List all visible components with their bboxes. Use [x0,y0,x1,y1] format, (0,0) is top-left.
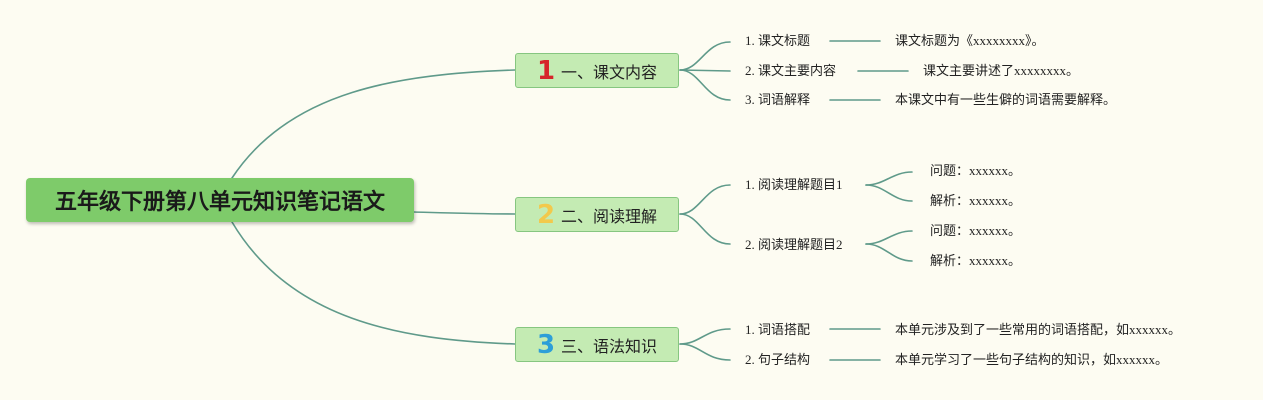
q2-question[interactable]: 问题：xxxxxx。 [930,223,1022,238]
detail-sentence-structure[interactable]: 本单元学习了一些句子结构的知识，如xxxxxx。 [895,352,1169,367]
q2-analysis[interactable]: 解析：xxxxxx。 [930,253,1022,268]
topic-1-branch-2-line [679,69,731,72]
root-to-topic-1-line [231,69,516,179]
detail-word-collocation[interactable]: 本单元涉及到了一些常用的词语搭配，如xxxxxx。 [895,322,1182,337]
topic-1-branch-1-line [679,41,731,71]
q1-analysis[interactable]: 解析：xxxxxx。 [930,193,1022,208]
subtopic-sentence-structure[interactable]: 2. 句子结构 [745,352,811,367]
subtopic-lesson-title[interactable]: 1. 课文标题 [745,33,811,48]
q1-question-line [865,171,913,186]
subtopic-word-explanation[interactable]: 3. 词语解释 [745,92,811,107]
topic-reading-comprehension[interactable]: 2 二、阅读理解 [515,197,679,232]
topic-label: 三、语法知识 [561,336,658,356]
number-1-icon: 1 [536,55,556,86]
q1-question[interactable]: 问题：xxxxxx。 [930,163,1022,178]
detail-lesson-title[interactable]: 课文标题为《xxxxxxxx》。 [895,33,1045,48]
topic-2-branch-2-line [679,213,731,245]
root-topic[interactable]: 五年级下册第八单元知识笔记语文 [26,178,414,222]
detail-word-explanation[interactable]: 本课文中有一些生僻的词语需要解释。 [895,92,1117,107]
q2-analysis-line [865,243,913,262]
topic-course-content[interactable]: 1 一、课文内容 [515,53,679,88]
q1-analysis-line [865,184,913,202]
q2-question-line [865,230,913,245]
subtopic-reading-q2[interactable]: 2. 阅读理解题目2 [745,237,843,252]
topic-label: 二、阅读理解 [561,206,658,226]
number-3-icon: 3 [536,329,556,360]
topic-3-branch-2-line [679,343,731,361]
number-2-icon: 2 [536,199,556,230]
subtopic-main-content[interactable]: 2. 课文主要内容 [745,63,837,78]
topic-label: 一、课文内容 [561,62,658,82]
topic-2-branch-1-line [679,184,731,215]
root-to-topic-2-line [413,211,516,215]
topic-grammar[interactable]: 3 三、语法知识 [515,327,679,362]
topic-3-branch-1-line [679,328,731,345]
root-to-topic-3-line [231,221,516,345]
subtopic-word-collocation[interactable]: 1. 词语搭配 [745,322,811,337]
topic-1-branch-3-line [679,69,731,101]
detail-main-content[interactable]: 课文主要讲述了xxxxxxxx。 [923,63,1080,78]
subtopic-reading-q1[interactable]: 1. 阅读理解题目1 [745,177,843,192]
